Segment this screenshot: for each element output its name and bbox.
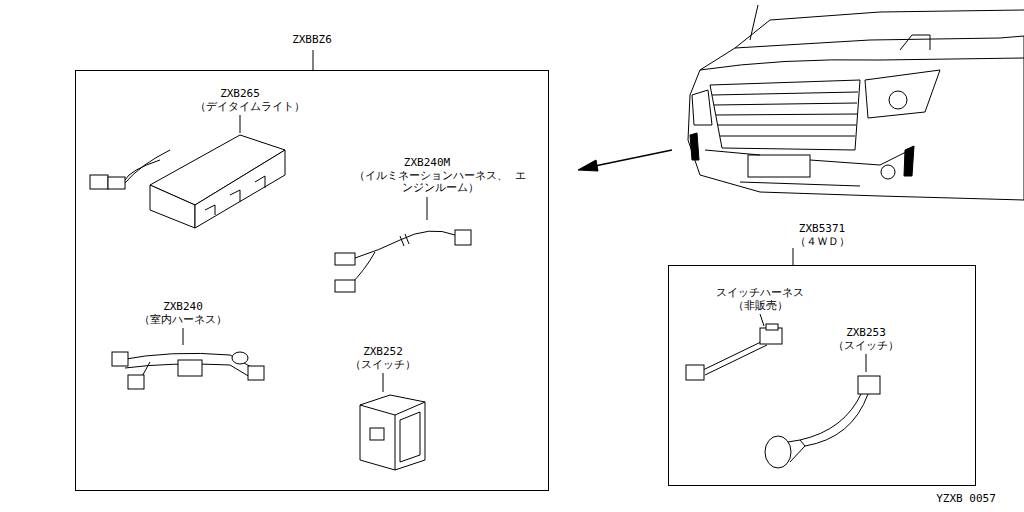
leader-lines-stroke [313,50,314,70]
leader-lines [183,50,866,392]
drawing-number: YZXB 0057 [935,493,997,505]
leader-lines-stroke [427,197,428,220]
car-front-stroke [714,103,857,105]
illumination-harness-stroke [355,231,455,258]
car-front-stroke [735,10,1024,48]
car-front-stroke [710,80,860,150]
car-front-stroke [705,150,910,165]
part-note: （スイッチ） [349,359,417,371]
direction-arrow-stroke [578,160,598,171]
part-label: ZXB240 [162,301,204,313]
interior-harness [112,352,264,389]
part-label: ZXB265 [219,88,261,100]
switch-stroke [360,395,425,470]
car-front-stroke [881,165,895,179]
car-front-stroke [865,70,940,118]
car-front-stroke [700,58,1024,70]
switch-harness-stroke [686,365,704,380]
drl-marks [690,133,914,176]
daytime-light-stroke [150,185,195,228]
switch [360,395,425,470]
switch-4wd-stroke [788,440,805,462]
car-front-stroke [720,136,855,137]
switch-4wd-stroke [805,394,868,446]
interior-harness-stroke [112,352,128,366]
illumination-harness-stroke [400,234,409,246]
part-note: （イルミネーションハーネス、 エンジンルーム） [350,170,530,194]
group-box: ZXBBZ6 [75,70,549,491]
direction-arrow-stroke [590,150,672,167]
illumination-harness-stroke [335,280,355,292]
daytime-light [90,135,285,228]
switch-4wd [765,376,880,468]
car-front-stroke [889,91,907,109]
car-front-stroke [688,36,1024,200]
group-code: ZXBBZ6 [290,33,334,46]
illumination-harness-stroke [455,230,471,245]
part-label: スイッチハーネス [715,287,805,299]
switch-harness-stroke [703,340,765,370]
daytime-light-stroke [205,176,265,215]
switch-harness-stroke [705,345,767,375]
direction-arrow [578,150,672,171]
car-front-stroke [900,35,930,50]
part-note: （室内ハーネス） [138,314,228,326]
switch-4wd-stroke [765,436,791,468]
switch-4wd-stroke [858,376,880,394]
switch-harness-stroke [766,324,778,330]
car-front-stroke [740,182,860,186]
car-front-stroke [692,90,712,125]
part-label: ZXB253 [845,327,887,339]
daytime-light-stroke [90,175,108,189]
drl-marks-stroke [904,146,914,176]
daytime-light-stroke [125,150,170,183]
interior-harness-stroke [248,366,264,380]
leader-lines-stroke [183,328,184,345]
car-front-stroke [712,92,858,136]
interior-harness-stroke [128,375,144,389]
part-label: ZXB252 [362,346,404,358]
car-front [688,5,1024,200]
leader-lines-stroke [793,248,794,265]
switch-harness [686,324,782,380]
illumination-harness [335,230,471,292]
part-label: ZXB240M [403,157,451,169]
illumination-harness-stroke [335,253,355,265]
car-front-stroke [750,5,758,40]
car-front-stroke [712,92,858,95]
switch-stroke [370,428,384,440]
part-note: （スイッチ） [832,340,900,352]
car-front-stroke [716,114,857,115]
leader-lines-stroke [866,354,867,372]
leader-lines-stroke [240,115,241,133]
car-front-stroke [748,155,810,177]
interior-harness-stroke [232,352,248,364]
part-note: （デイタイムライト） [194,101,306,113]
group-code: （４ＷＤ） [793,235,852,248]
car-front-stroke [718,125,856,126]
interior-harness-stroke [178,360,202,376]
switch-stroke [360,402,425,470]
part-note: （非販売） [732,300,789,312]
daytime-light-stroke [195,150,285,228]
leader-lines-stroke [383,373,384,392]
drl-marks-stroke [690,133,699,160]
daytime-light-stroke [108,177,125,189]
switch-4wd-stroke [800,392,862,440]
leader-lines-stroke [760,314,764,326]
group-code: ZXB5371 [797,222,847,235]
switch-stroke [400,412,420,462]
